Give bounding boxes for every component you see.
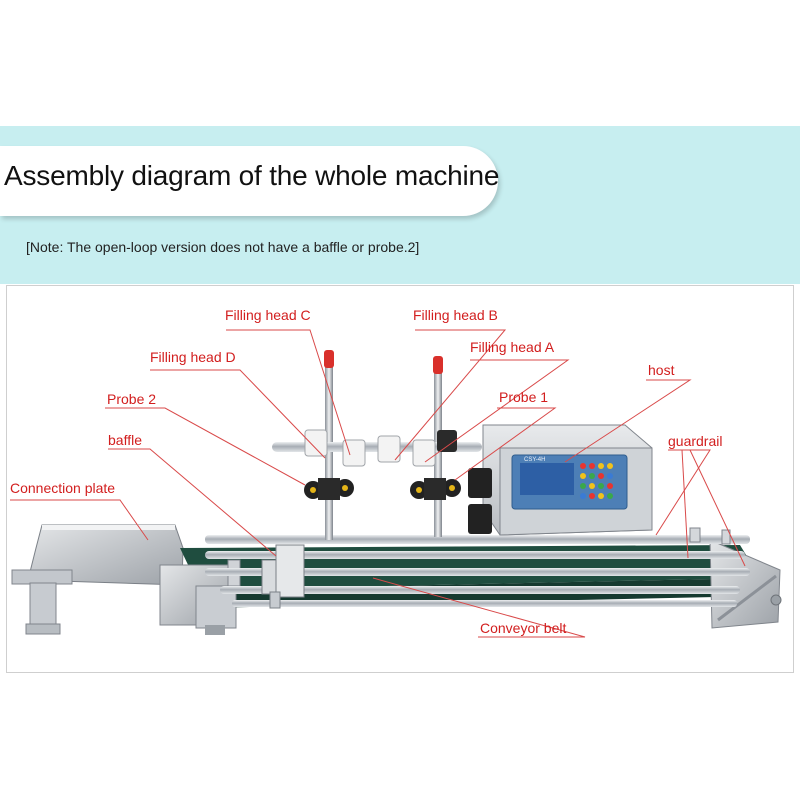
label-baffle: baffle <box>108 432 142 448</box>
label-connection-plate: Connection plate <box>10 480 115 496</box>
label-filling-head-d: Filling head D <box>150 349 236 365</box>
nozzle-bar <box>272 429 482 467</box>
label-probe-2: Probe 2 <box>107 391 156 407</box>
connection-plate <box>11 524 184 635</box>
label-filling-head-c: Filling head C <box>225 307 311 323</box>
label-conveyor-belt: Conveyor belt <box>480 620 566 636</box>
title-pill <box>0 146 498 216</box>
controller-model-text: CSY-4H <box>524 457 545 463</box>
page-title: Assembly diagram of the whole machine <box>4 160 500 191</box>
photo-frame <box>6 285 794 673</box>
leader-lines <box>10 329 746 638</box>
filling-pole-left <box>304 350 354 540</box>
guardrail-bars <box>205 527 750 607</box>
label-filling-head-b: Filling head B <box>413 307 498 323</box>
filling-pole-right <box>410 356 461 537</box>
version-note: [Note: The open-loop version does not ha… <box>26 239 420 255</box>
label-host: host <box>648 362 675 378</box>
host-controller: CSY-4H <box>468 424 653 536</box>
controller-keypad <box>580 463 613 499</box>
label-filling-head-a: Filling head A <box>470 339 555 355</box>
label-guardrail: guardrail <box>668 433 722 449</box>
baffle-bracket <box>261 544 305 609</box>
label-probe-1: Probe 1 <box>499 389 548 405</box>
